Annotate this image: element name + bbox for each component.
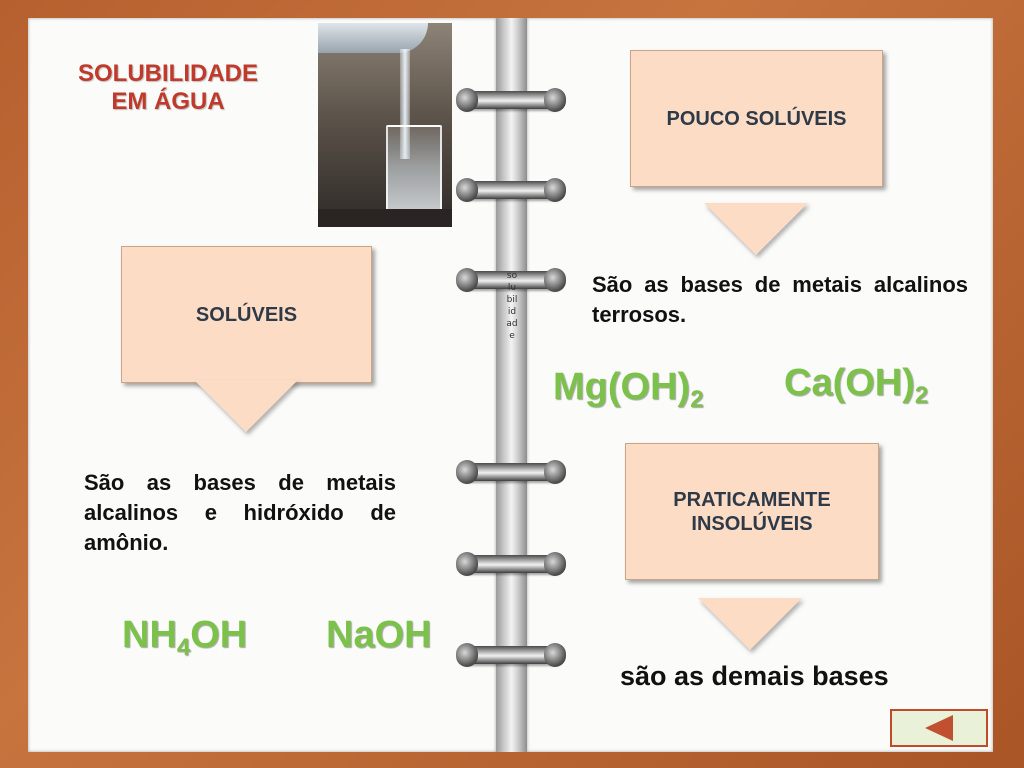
water-glass-photo [318,23,452,227]
book-spine [496,18,527,752]
soluveis-description: São as bases de metais alcalinos e hidró… [84,470,396,555]
formula-nh4oh: NH4OH [122,614,248,661]
formula-mgoh2: Mg(OH)2 [553,366,704,413]
spine-vertical-word: solubilidade [506,271,518,341]
soluveis-box: SOLÚVEIS [121,246,372,383]
binder-ring [456,88,566,112]
formula-caoh2: Ca(OH)2 [784,362,929,409]
formula-naoh: NaOH [326,614,432,656]
binder-ring [456,460,566,484]
praticamente-insoluveis-arrow [698,598,802,650]
pouco-soluveis-arrow [704,203,808,255]
binder-ring [456,268,566,292]
praticamente-insoluveis-box: PRATICAMENTE INSOLÚVEIS [625,443,879,580]
binder-ring [456,552,566,576]
pouco-soluveis-box: POUCO SOLÚVEIS [630,50,883,187]
back-button[interactable] [890,709,988,747]
page-title: SOLUBILIDADE EM ÁGUA [78,60,258,115]
binder-ring [456,178,566,202]
pouco-soluveis-description: São as bases de metais alcalinos terroso… [592,272,968,327]
praticamente-insoluveis-description: são as demais bases [620,661,889,691]
triangle-left-icon [925,715,953,741]
binder-ring [456,643,566,667]
soluveis-arrow [194,380,298,432]
